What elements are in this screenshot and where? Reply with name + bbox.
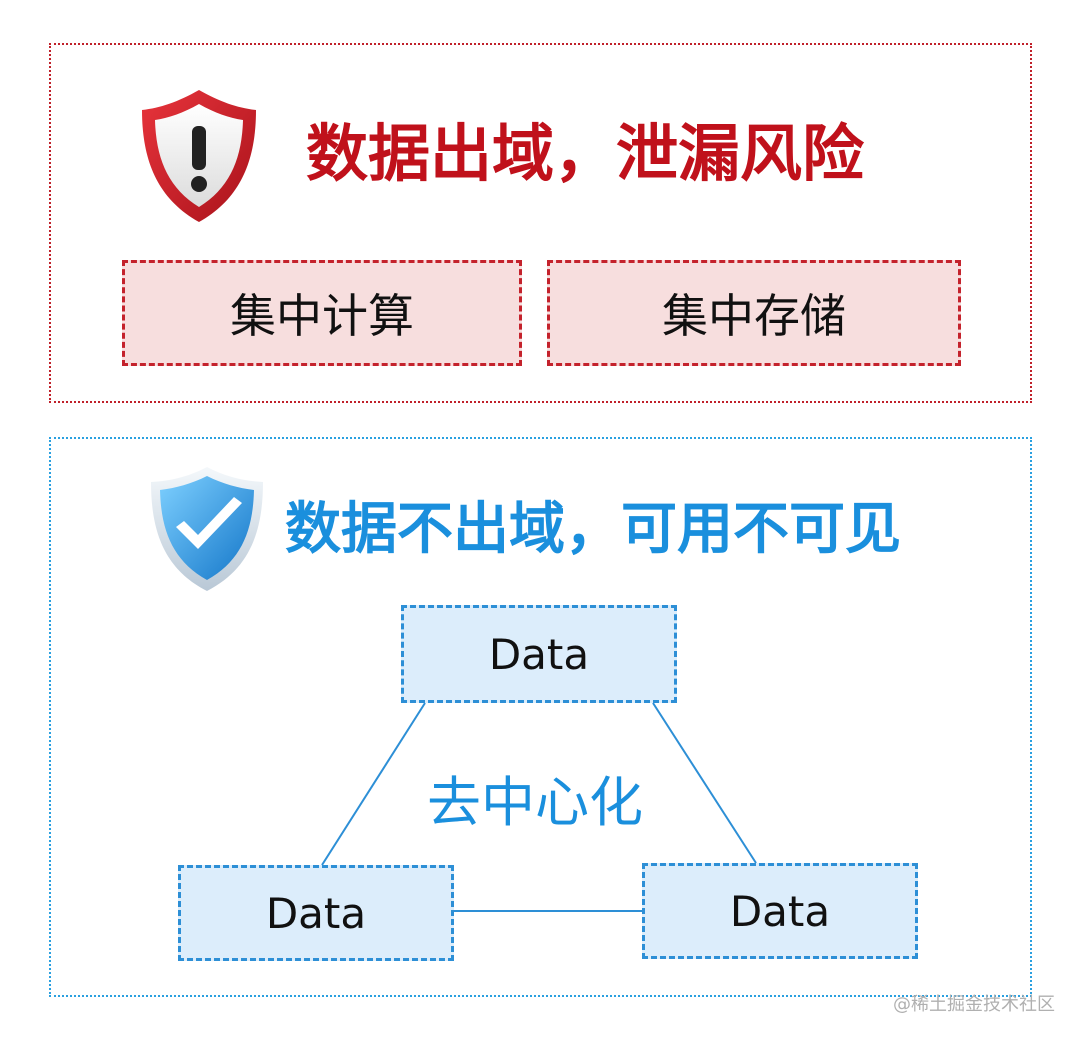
risk-title: 数据出域，泄漏风险: [306, 117, 865, 190]
watermark: @稀土掘金技术社区: [893, 994, 1055, 1015]
safe-panel: [49, 437, 1032, 997]
data-node-right: Data: [642, 863, 918, 959]
link-top-right: [652, 702, 757, 864]
safe-title: 数据不出域，可用不可见: [285, 497, 901, 562]
data-node-top: Data: [401, 605, 677, 703]
centralized-compute-box: 集中计算: [122, 260, 522, 366]
warning-shield-icon: [142, 90, 256, 222]
risk-panel: [49, 43, 1032, 403]
centralized-storage-box: 集中存储: [547, 260, 961, 366]
checkmark-shield-icon: [151, 467, 263, 591]
data-node-left: Data: [178, 865, 454, 961]
link-top-left: [321, 702, 426, 866]
decentralized-label: 去中心化: [427, 771, 643, 834]
